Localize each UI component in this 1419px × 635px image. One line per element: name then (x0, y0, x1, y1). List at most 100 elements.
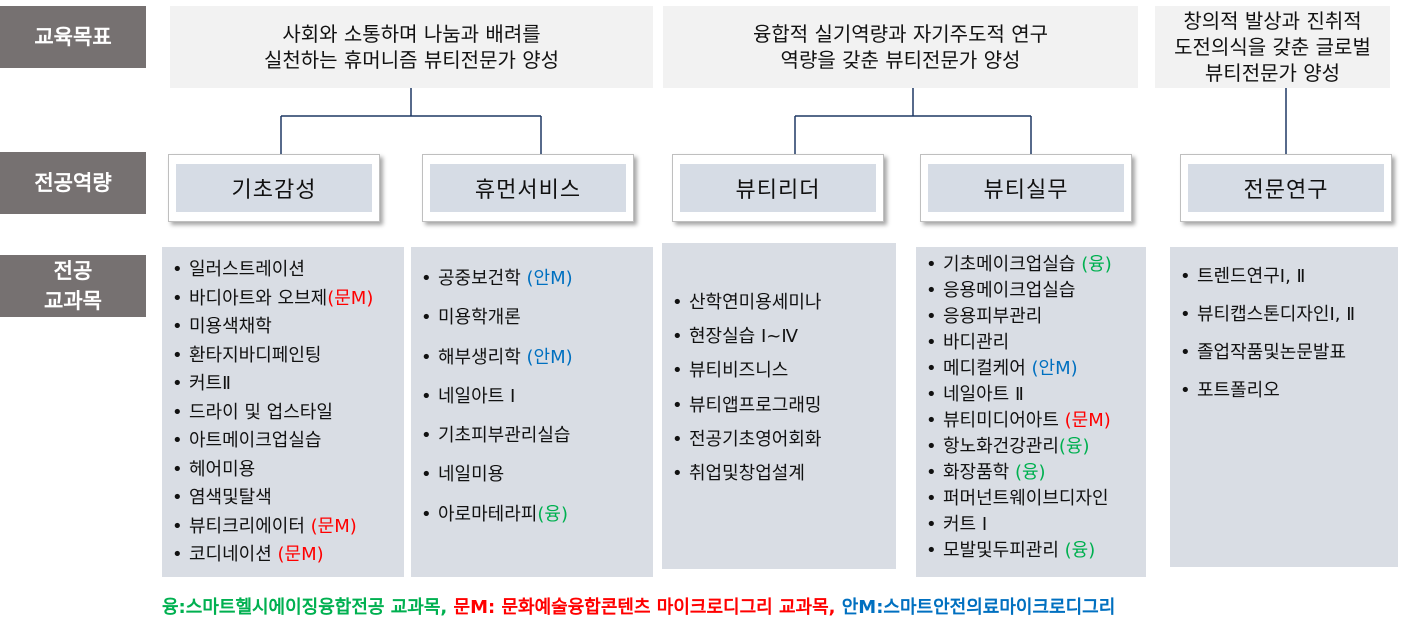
competency-label-1: 기초감성 (176, 164, 372, 212)
course-name: 염색및탈색 (189, 487, 272, 508)
course-item: 퍼머넌트웨이브디자인 (916, 486, 1146, 512)
row-label-goals: 교육목표 (0, 6, 146, 68)
course-tag: (융) (1081, 254, 1112, 275)
course-tag: (융) (537, 503, 568, 525)
goal-box-3: 창의적 발상과 진취적 도전의식을 갖춘 글로벌 뷰티전문가 양성 (1155, 6, 1390, 88)
course-tag: (문M) (327, 287, 374, 309)
competency-box-3: 뷰티리더 (672, 154, 884, 222)
course-item: 뷰티앱프로그래밍 (662, 389, 896, 423)
course-name: 모발및두피관리 (943, 540, 1065, 561)
course-name: 일러스트레이션 (189, 259, 305, 280)
course-name: 현장실습 Ⅰ~Ⅳ (689, 326, 798, 348)
row-label-courses-text: 전공 교과목 (44, 259, 102, 313)
goal-text-2: 융합적 실기역량과 자기주도적 연구 역량을 갖춘 뷰티전문가 양성 (752, 22, 1049, 72)
course-item: 취업및창업설계 (662, 457, 896, 491)
course-item: 코디네이션 (문M) (162, 541, 404, 570)
course-name: 뷰티비즈니스 (689, 360, 789, 382)
course-item: 산학연미용세미나 (662, 286, 896, 320)
course-item: 네일미용 (411, 455, 653, 495)
course-tag: (융) (1058, 436, 1090, 457)
course-name: 전공기초영어회화 (689, 428, 822, 450)
course-item: 트렌드연구Ⅰ, Ⅱ (1170, 258, 1398, 296)
competency-label-4: 뷰티실무 (928, 164, 1124, 212)
course-name: 드라이 및 업스타일 (189, 401, 333, 423)
course-name: 취업및창업설계 (689, 463, 805, 485)
competency-box-4: 뷰티실무 (920, 154, 1132, 222)
row-label-courses: 전공 교과목 (0, 255, 146, 317)
goal-box-2: 융합적 실기역량과 자기주도적 연구 역량을 갖춘 뷰티전문가 양성 (663, 6, 1138, 88)
row-label-competencies-text: 전공역량 (34, 171, 112, 195)
course-name: 뷰티미디어아트 (943, 410, 1065, 431)
course-box-1: 일러스트레이션바디아트와 오브제(문M)미용색채학환타지바디페인팅커트Ⅱ드라이 … (162, 247, 404, 577)
course-item: 바디아트와 오브제(문M) (162, 285, 404, 314)
legend-blue: 안M:스마트안전의료마이크로디그리 (841, 597, 1116, 618)
course-name: 코디네이션 (189, 544, 278, 565)
course-name: 네일아트 Ⅱ (943, 384, 1024, 405)
course-item: 아트메이크업실습 (162, 427, 404, 456)
course-item: 아로마테라피(융) (411, 495, 653, 535)
course-item: 응용피부관리 (916, 304, 1146, 330)
course-name: 기초피부관리실습 (438, 425, 571, 447)
course-name: 기초메이크업실습 (943, 254, 1082, 275)
course-name: 해부생리학 (438, 346, 527, 368)
course-box-2: 공중보건학 (안M)미용학개론해부생리학 (안M)네일아트 Ⅰ기초피부관리실습네… (411, 247, 653, 577)
course-item: 네일아트 Ⅱ (916, 382, 1146, 408)
course-name: 응용피부관리 (943, 306, 1043, 327)
course-name: 네일미용 (438, 464, 505, 486)
course-name: 커트 Ⅰ (943, 514, 988, 535)
course-name: 헤어미용 (189, 458, 256, 480)
course-box-4: 기초메이크업실습 (융)응용메이크업실습응용피부관리바디관리메디컬케어 (안M)… (916, 247, 1146, 577)
course-item: 뷰티캡스톤디자인Ⅰ, Ⅱ (1170, 296, 1398, 334)
course-item: 환타지바디페인팅 (162, 342, 404, 371)
course-item: 커트Ⅱ (162, 370, 404, 399)
course-tag: (문M) (277, 544, 324, 565)
course-box-5: 트렌드연구Ⅰ, Ⅱ뷰티캡스톤디자인Ⅰ, Ⅱ졸업작품및논문발표포트폴리오 (1170, 247, 1398, 567)
course-name: 응용메이크업실습 (943, 280, 1076, 301)
course-name: 퍼머넌트웨이브디자인 (943, 488, 1109, 509)
course-item: 기초피부관리실습 (411, 416, 653, 456)
course-item: 응용메이크업실습 (916, 278, 1146, 304)
competency-box-1: 기초감성 (168, 154, 380, 222)
course-name: 미용색채학 (189, 316, 272, 337)
course-item: 뷰티크리에이터 (문M) (162, 513, 404, 542)
course-name: 아트메이크업실습 (189, 430, 322, 451)
course-name: 뷰티캡스톤디자인Ⅰ, Ⅱ (1197, 304, 1356, 325)
course-tag: (안M) (526, 346, 573, 368)
course-item: 전공기초영어회화 (662, 423, 896, 457)
course-item: 기초메이크업실습 (융) (916, 252, 1146, 278)
course-tag: (안M) (526, 268, 573, 289)
course-item: 화장품학 (융) (916, 460, 1146, 486)
course-name: 뷰티앱프로그래밍 (689, 394, 822, 416)
course-item: 뷰티비즈니스 (662, 354, 896, 388)
goal-text-1: 사회와 소통하며 나눔과 배려를 실천하는 휴머니즘 뷰티전문가 양성 (263, 22, 560, 72)
course-name: 바디관리 (943, 332, 1010, 353)
course-item: 미용학개론 (411, 298, 653, 338)
course-name: 포트폴리오 (1197, 380, 1280, 401)
course-item: 해부생리학 (안M) (411, 338, 653, 378)
course-name: 미용학개론 (438, 307, 521, 329)
course-name: 커트Ⅱ (189, 373, 231, 394)
course-tag: (문M) (310, 515, 357, 537)
competency-label-2: 휴먼서비스 (430, 164, 626, 212)
course-item: 미용색채학 (162, 313, 404, 342)
course-name: 공중보건학 (438, 268, 527, 289)
course-name: 아로마테라피 (438, 503, 538, 525)
course-list-5: 트렌드연구Ⅰ, Ⅱ뷰티캡스톤디자인Ⅰ, Ⅱ졸업작품및논문발표포트폴리오 (1170, 258, 1398, 410)
course-item: 뷰티미디어아트 (문M) (916, 408, 1146, 434)
course-item: 모발및두피관리 (융) (916, 538, 1146, 564)
competency-box-5: 전문연구 (1180, 154, 1392, 222)
course-item: 커트 Ⅰ (916, 512, 1146, 538)
competency-box-2: 휴먼서비스 (422, 154, 634, 222)
course-item: 드라이 및 업스타일 (162, 399, 404, 428)
course-item: 메디컬케어 (안M) (916, 356, 1146, 382)
course-item: 항노화건강관리(융) (916, 434, 1146, 460)
legend: 융:스마트헬시에이징융합전공 교과목, 문M: 문화예술융합콘텐츠 마이크로디그… (162, 593, 1115, 619)
course-name: 바디아트와 오브제 (189, 287, 328, 309)
course-tag: (융) (1064, 540, 1096, 561)
course-tag: (안M) (1031, 358, 1078, 379)
row-label-goals-text: 교육목표 (34, 25, 112, 49)
course-name: 뷰티크리에이터 (189, 515, 311, 537)
goal-box-1: 사회와 소통하며 나눔과 배려를 실천하는 휴머니즘 뷰티전문가 양성 (170, 6, 653, 88)
course-item: 일러스트레이션 (162, 256, 404, 285)
